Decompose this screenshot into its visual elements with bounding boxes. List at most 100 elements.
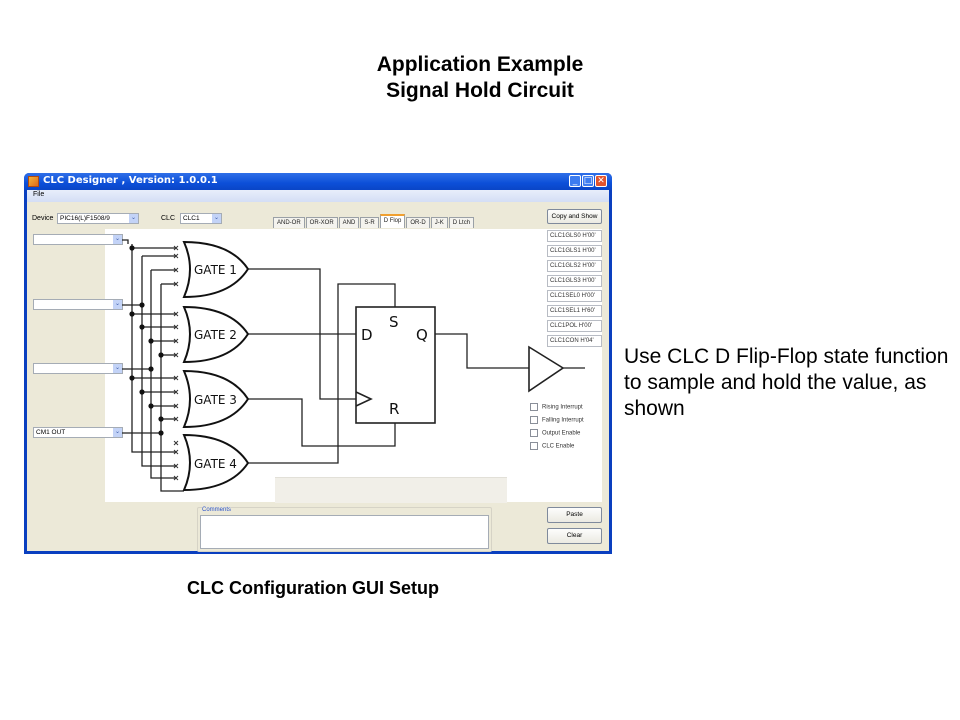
chevron-down-icon[interactable]: ⌄	[113, 300, 122, 309]
comments-textarea[interactable]	[200, 515, 489, 549]
function-tabs: AND-OR OR-XOR AND S-R D Flop OR-D J-K D …	[273, 214, 475, 228]
tab-d-ltch[interactable]: D Ltch	[448, 217, 475, 228]
maximize-button[interactable]: □	[582, 175, 594, 187]
gate-4-label: GATE 4	[194, 457, 237, 471]
clear-button[interactable]: Clear	[547, 528, 602, 544]
checkbox-label: Output Enable	[542, 430, 581, 437]
x-marker	[173, 475, 179, 481]
x-marker	[173, 281, 179, 287]
register-field: CLC1CON H'04'	[547, 335, 602, 347]
junction-dot	[148, 403, 154, 409]
junction-dot	[148, 338, 154, 344]
junction-dot	[158, 352, 164, 358]
checkbox-box[interactable]	[530, 429, 538, 437]
clc-select-value: CLC1	[183, 215, 200, 222]
tab-and[interactable]: AND	[338, 217, 360, 228]
copy-and-show-button[interactable]: Copy and Show	[547, 209, 602, 224]
gate-3-label: GATE 3	[194, 393, 237, 407]
x-marker	[173, 311, 179, 317]
comments-label: Comments	[202, 507, 232, 513]
device-label: Device	[32, 215, 54, 222]
clc-label: CLC	[161, 215, 176, 222]
checkbox-box[interactable]	[530, 403, 538, 411]
gate3-to-r-wire	[248, 398, 396, 447]
or-gate-2	[182, 305, 250, 364]
device-select[interactable]: PIC16(L)F1508/9 ⌄	[57, 213, 139, 224]
device-select-value: PIC16(L)F1508/9	[60, 215, 110, 222]
window-title: CLC Designer , Version: 1.0.0.1	[43, 175, 218, 186]
checkbox-box[interactable]	[530, 416, 538, 424]
description-text: Use CLC D Flip-Flop state function to sa…	[624, 345, 949, 420]
bus-line-1	[131, 244, 176, 453]
x-marker	[173, 267, 179, 273]
bus-line-3	[150, 270, 176, 479]
x-marker	[173, 389, 179, 395]
junction-dot	[139, 324, 145, 330]
x-marker	[173, 375, 179, 381]
clock-triangle	[355, 391, 373, 407]
junction-dot	[148, 366, 154, 372]
diagram-canvas	[105, 229, 602, 502]
clc-enable-checkbox[interactable]: CLC Enable	[530, 442, 574, 452]
or-gate-1	[182, 240, 250, 299]
x-marker	[173, 245, 179, 251]
tab-s-r[interactable]: S-R	[360, 217, 379, 228]
checkbox-label: Rising Interrupt	[542, 404, 583, 411]
paste-button[interactable]: Paste	[547, 507, 602, 523]
gate4-to-s-wire	[248, 283, 396, 464]
x-marker	[173, 352, 179, 358]
chevron-down-icon[interactable]: ⌄	[113, 428, 122, 437]
falling-interrupt-checkbox[interactable]: Falling Interrupt	[530, 416, 584, 426]
gate-2-label: GATE 2	[194, 328, 237, 342]
checkbox-box[interactable]	[530, 442, 538, 450]
tab-or-xor[interactable]: OR-XOR	[305, 217, 338, 228]
minimize-button[interactable]: _	[569, 175, 581, 187]
clc-select[interactable]: CLC1 ⌄	[180, 213, 222, 224]
figure-caption: CLC Configuration GUI Setup	[187, 578, 439, 598]
chevron-down-icon[interactable]: ⌄	[129, 214, 138, 223]
chevron-down-icon[interactable]: ⌄	[113, 364, 122, 373]
menu-file[interactable]: File	[33, 191, 45, 198]
checkbox-label: Falling Interrupt	[542, 417, 584, 424]
flipflop-box	[355, 306, 436, 424]
or-gates	[182, 240, 250, 492]
x-marker	[173, 253, 179, 259]
output-buffer	[528, 345, 565, 393]
rising-interrupt-checkbox[interactable]: Rising Interrupt	[530, 403, 583, 413]
junction-dot	[139, 389, 145, 395]
tab-d-flop[interactable]: D Flop	[379, 214, 406, 228]
ff-r-label: R	[389, 400, 399, 418]
tab-and-or[interactable]: AND-OR	[273, 217, 305, 228]
app-icon	[28, 176, 39, 187]
junction-dot	[158, 430, 164, 436]
ff-d-label: D	[361, 326, 373, 344]
comments-group: Comments	[197, 507, 492, 552]
menu-bar: File	[27, 190, 609, 202]
register-field: CLC1SEL1 H'60'	[547, 305, 602, 317]
title-bar[interactable]: CLC Designer , Version: 1.0.0.1 _ □ ✕	[24, 173, 612, 190]
clc-designer-window: CLC Designer , Version: 1.0.0.1 _ □ ✕ Fi…	[24, 173, 612, 554]
tab-j-k[interactable]: J-K	[430, 217, 448, 228]
window-client: File Device PIC16(L)F1508/9 ⌄ CLC CLC1 ⌄…	[27, 190, 609, 552]
output-enable-checkbox[interactable]: Output Enable	[530, 429, 580, 439]
q-to-buffer-wire	[435, 333, 529, 369]
x-marker	[173, 440, 179, 446]
register-field: CLC1POL H'00'	[547, 320, 602, 332]
chevron-down-icon[interactable]: ⌄	[212, 214, 221, 223]
close-button[interactable]: ✕	[595, 175, 607, 187]
input-select-4-value: CM1 OUT	[36, 429, 66, 436]
gate-1-label: GATE 1	[194, 263, 237, 277]
checkbox-label: CLC Enable	[542, 443, 575, 450]
chevron-down-icon[interactable]: ⌄	[113, 235, 122, 244]
input-markers	[173, 245, 179, 481]
junction-dot	[158, 416, 164, 422]
junction-dots	[129, 245, 164, 436]
tab-or-d[interactable]: OR-D	[406, 217, 430, 228]
junction-dot	[139, 302, 145, 308]
bus-line-4	[160, 284, 184, 492]
x-marker	[173, 324, 179, 330]
register-field: CLC1SEL0 H'00'	[547, 290, 602, 302]
register-field: CLC1GLS2 H'00'	[547, 260, 602, 272]
wire	[122, 239, 129, 244]
